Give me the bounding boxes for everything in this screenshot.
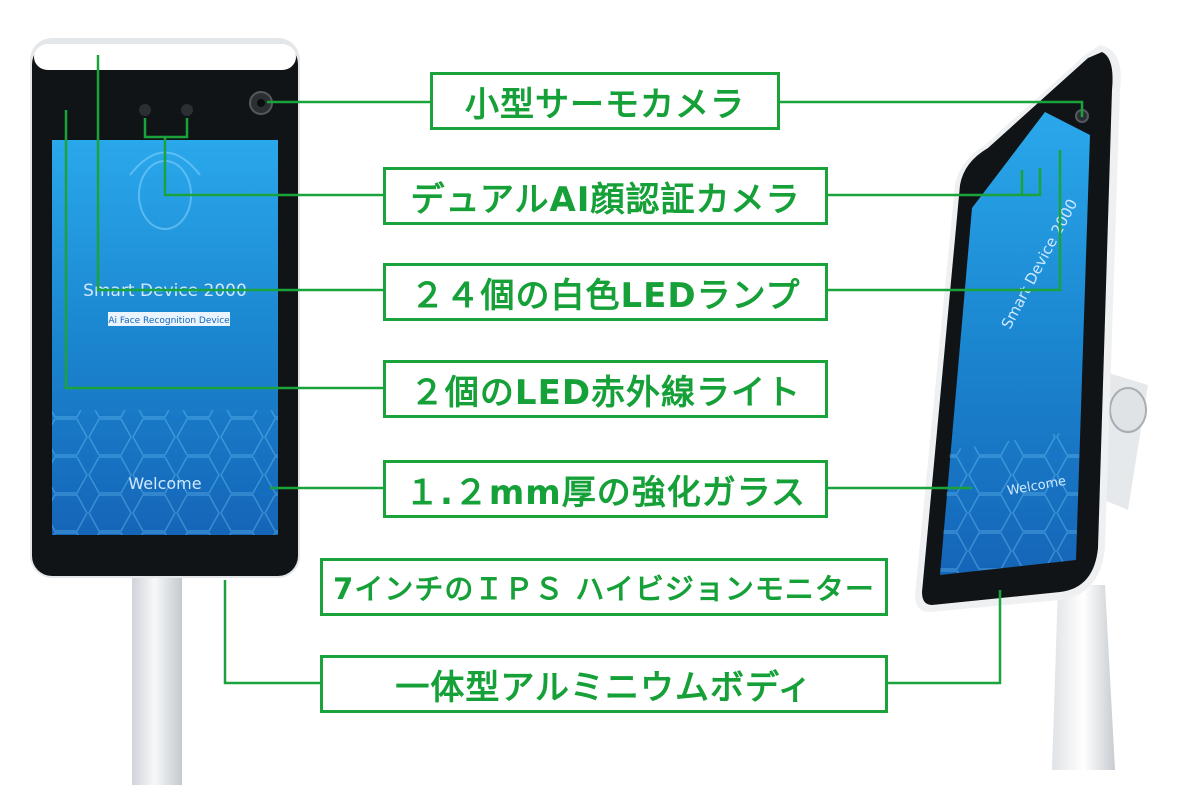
side-stand-pole bbox=[1052, 585, 1115, 770]
label-ips-monitor: 7インチのＩＰＳ ハイビジョンモニター bbox=[320, 558, 888, 616]
front-screen-welcome: Welcome bbox=[128, 474, 201, 493]
front-white-led-bar bbox=[34, 44, 296, 70]
hexagon-pattern-icon bbox=[52, 410, 278, 535]
label-dual-ai-camera: デュアルAI顔認証カメラ bbox=[383, 167, 828, 225]
label-white-led: ２４個の白色LEDランプ bbox=[383, 263, 828, 321]
side-device: Smart Device 2000 Welcome bbox=[915, 45, 1148, 770]
label-thermo-camera: 小型サーモカメラ bbox=[430, 72, 780, 130]
label-glass: １.２mm厚の強化ガラス bbox=[383, 460, 828, 518]
label-ir-led: ２個のLED赤外線ライト bbox=[383, 360, 828, 418]
stand-knob-icon bbox=[1109, 387, 1147, 433]
label-aluminum-body: 一体型アルミニウムボディ bbox=[320, 655, 888, 713]
front-screen-subtitle: Ai Face Recognition Device bbox=[108, 316, 230, 326]
callout-lines bbox=[64, 55, 1084, 685]
front-stand-pole bbox=[132, 560, 182, 785]
